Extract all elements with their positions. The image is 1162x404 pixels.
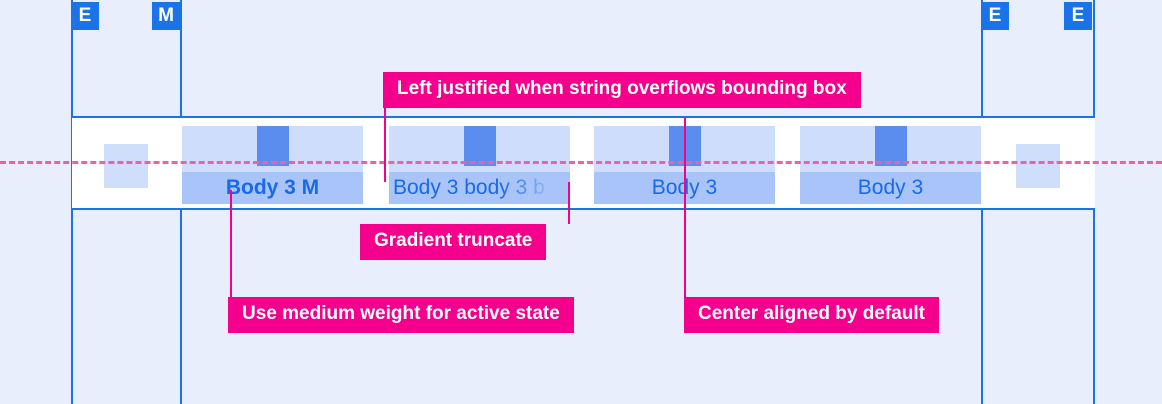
tab-label: Body 3 M bbox=[225, 176, 320, 199]
tab-label: Body 3 bbox=[857, 176, 924, 199]
badge-m-left-inner: M bbox=[152, 2, 180, 30]
leader-center-aligned bbox=[684, 118, 686, 297]
callout-left-justified: Left justified when string overflows bou… bbox=[383, 72, 861, 108]
tab-label-area: Body 3 bbox=[800, 172, 981, 204]
badge-e-right-inner: E bbox=[981, 2, 1009, 30]
tab-icon-area bbox=[182, 126, 363, 172]
edge-hint-left bbox=[104, 144, 148, 188]
badge-e-right-outer: E bbox=[1064, 2, 1092, 30]
leader-left-justified bbox=[384, 106, 386, 182]
leader-medium-weight bbox=[230, 190, 232, 297]
callout-center-aligned: Center aligned by default bbox=[684, 297, 939, 333]
badge-e-left-outer: E bbox=[71, 2, 99, 30]
tab-glyph-icon bbox=[874, 126, 907, 166]
tab-glyph-icon bbox=[463, 126, 496, 166]
tab-glyph-icon bbox=[256, 126, 289, 166]
tab-bar: Body 3 M Body 3 body 3 b Body 3 bbox=[72, 116, 1095, 210]
tab-label-area: Body 3 body 3 b bbox=[389, 172, 570, 204]
callout-medium-weight: Use medium weight for active state bbox=[228, 297, 574, 333]
tab-label-area: Body 3 M bbox=[182, 172, 363, 204]
tab-body-3-body-3-b[interactable]: Body 3 body 3 b bbox=[389, 126, 570, 204]
tab-body-3-m[interactable]: Body 3 M bbox=[182, 126, 363, 204]
tab-icon-area bbox=[389, 126, 570, 172]
tab-icon-area bbox=[800, 126, 981, 172]
tab-body-3-fourth[interactable]: Body 3 bbox=[800, 126, 981, 204]
leader-gradient-truncate bbox=[568, 182, 570, 224]
baseline-guide bbox=[0, 161, 1162, 164]
callout-gradient-truncate: Gradient truncate bbox=[360, 224, 547, 260]
tab-label: Body 3 body 3 b bbox=[393, 176, 545, 199]
edge-hint-right bbox=[1016, 144, 1060, 188]
